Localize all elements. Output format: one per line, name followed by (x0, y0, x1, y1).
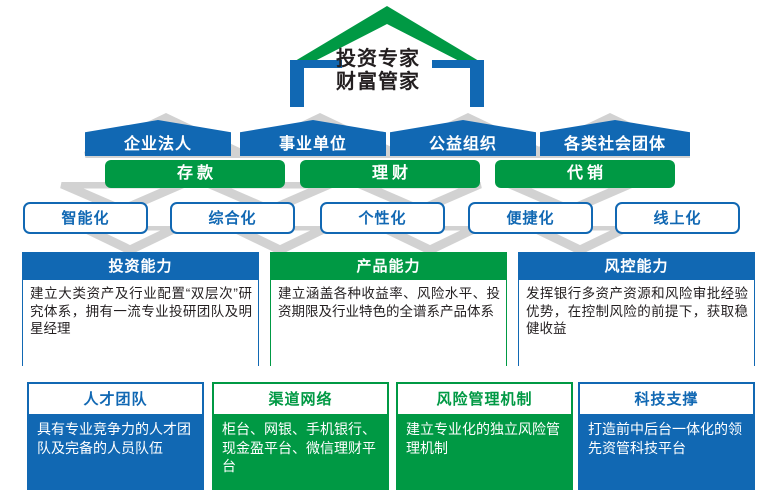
house-slogan-line2: 财富管家 (336, 71, 420, 93)
capability-card-2-body: 发挥银行多资产资源和风险审批经验优势，在控制风险的前提下，获取稳健收益 (519, 280, 754, 367)
house-slogan-line1: 投资专家 (336, 48, 420, 70)
foundation-card-3-title: 科技支撑 (634, 390, 699, 408)
service-2-label: 代销 (566, 165, 607, 182)
capability-card-1-body: 建立涵盖各种收益率、风险水平、投资期限及行业特色的全谱系产品体系 (271, 280, 506, 367)
capability-card-2-header: 风控能力 (519, 253, 754, 280)
service-0-label: 存款 (176, 165, 217, 182)
house-logo: 投资专家 财富管家 (284, 2, 490, 114)
house-shape-icon (290, 6, 484, 107)
capability-card-1-header: 产品能力 (271, 253, 506, 280)
foundation-card-1-body: 柜台、网银、手机银行、现金盈平台、微信理财平台 (214, 414, 387, 492)
foundation-card-1[interactable]: 渠道网络 柜台、网银、手机银行、现金盈平台、微信理财平台 (212, 382, 389, 490)
client-type-1[interactable]: 事业单位 (240, 120, 386, 156)
capability-card-2-text: 发挥银行多资产资源和风险审批经验优势，在控制风险的前提下，获取稳健收益 (526, 286, 748, 337)
foundation-card-0-header: 人才团队 (29, 384, 202, 414)
attribute-2[interactable]: 个性化 (320, 202, 445, 234)
service-1-label: 理财 (371, 165, 412, 182)
foundation-card-3-header: 科技支撑 (580, 384, 753, 414)
attribute-4[interactable]: 线上化 (615, 202, 740, 234)
capability-card-2[interactable]: 风控能力 发挥银行多资产资源和风险审批经验优势，在控制风险的前提下，获取稳健收益 (518, 252, 755, 367)
foundation-card-1-title: 渠道网络 (268, 390, 333, 408)
service-2[interactable]: 代销 (495, 160, 675, 188)
capability-card-0-body: 建立大类资产及行业配置“双层次”研究体系，拥有一流专业投研团队及明星经理 (23, 280, 258, 367)
foundation-card-3-text: 打造前中后台一体化的领先资管科技平台 (588, 421, 742, 456)
attribute-1[interactable]: 综合化 (170, 202, 295, 234)
foundation-card-0-body: 具有专业竞争力的人才团队及完备的人员队伍 (29, 414, 202, 492)
attribute-3-label: 便捷化 (506, 209, 555, 227)
row-attributes: 智能化 综合化 个性化 便捷化 线上化 (0, 202, 768, 234)
capability-card-1[interactable]: 产品能力 建立涵盖各种收益率、风险水平、投资期限及行业特色的全谱系产品体系 (270, 252, 507, 367)
foundation-card-0-title: 人才团队 (83, 390, 148, 408)
foundation-card-1-text: 柜台、网银、手机银行、现金盈平台、微信理财平台 (222, 421, 376, 475)
foundation-card-2-header: 风险管理机制 (398, 384, 571, 414)
client-type-1-label: 事业单位 (278, 136, 347, 153)
capability-card-0-text: 建立大类资产及行业配置“双层次”研究体系，拥有一流专业投研团队及明星经理 (30, 286, 252, 337)
client-type-0[interactable]: 企业法人 (85, 120, 231, 156)
foundation-card-2-text: 建立专业化的独立风险管理机制 (406, 421, 560, 456)
client-type-3-label: 各类社会团体 (563, 136, 666, 153)
foundation-card-0-text: 具有专业竞争力的人才团队及完备的人员队伍 (37, 421, 191, 456)
capability-card-1-title: 产品能力 (356, 258, 421, 275)
client-type-2-label: 公益组织 (428, 136, 497, 153)
attribute-2-label: 个性化 (358, 209, 407, 227)
attribute-3[interactable]: 便捷化 (468, 202, 593, 234)
attribute-1-label: 综合化 (208, 209, 257, 227)
service-1[interactable]: 理财 (300, 160, 480, 188)
attribute-0-label: 智能化 (61, 209, 110, 227)
client-type-3[interactable]: 各类社会团体 (540, 120, 690, 156)
service-0[interactable]: 存款 (105, 160, 285, 188)
foundation-card-2[interactable]: 风险管理机制 建立专业化的独立风险管理机制 (396, 382, 573, 490)
capability-card-1-text: 建立涵盖各种收益率、风险水平、投资期限及行业特色的全谱系产品体系 (278, 286, 500, 319)
row-services: 存款 理财 代销 (0, 160, 768, 188)
capability-card-0-header: 投资能力 (23, 253, 258, 280)
foundation-card-3-body: 打造前中后台一体化的领先资管科技平台 (580, 414, 753, 492)
foundation-card-2-body: 建立专业化的独立风险管理机制 (398, 414, 571, 492)
capability-card-2-title: 风控能力 (604, 258, 669, 275)
foundation-card-1-header: 渠道网络 (214, 384, 387, 414)
client-type-0-label: 企业法人 (123, 136, 192, 153)
foundation-card-3[interactable]: 科技支撑 打造前中后台一体化的领先资管科技平台 (578, 382, 755, 490)
attribute-0[interactable]: 智能化 (23, 202, 148, 234)
capability-card-0-title: 投资能力 (108, 258, 173, 275)
house-slogan: 投资专家 财富管家 (336, 48, 456, 94)
foundation-card-0[interactable]: 人才团队 具有专业竞争力的人才团队及完备的人员队伍 (27, 382, 204, 490)
attribute-4-label: 线上化 (653, 209, 702, 227)
foundation-card-2-title: 风险管理机制 (436, 390, 533, 408)
row-client-types: 企业法人 事业单位 公益组织 各类社会团体 (0, 120, 768, 156)
capability-card-0[interactable]: 投资能力 建立大类资产及行业配置“双层次”研究体系，拥有一流专业投研团队及明星经… (22, 252, 259, 367)
client-type-2[interactable]: 公益组织 (390, 120, 536, 156)
